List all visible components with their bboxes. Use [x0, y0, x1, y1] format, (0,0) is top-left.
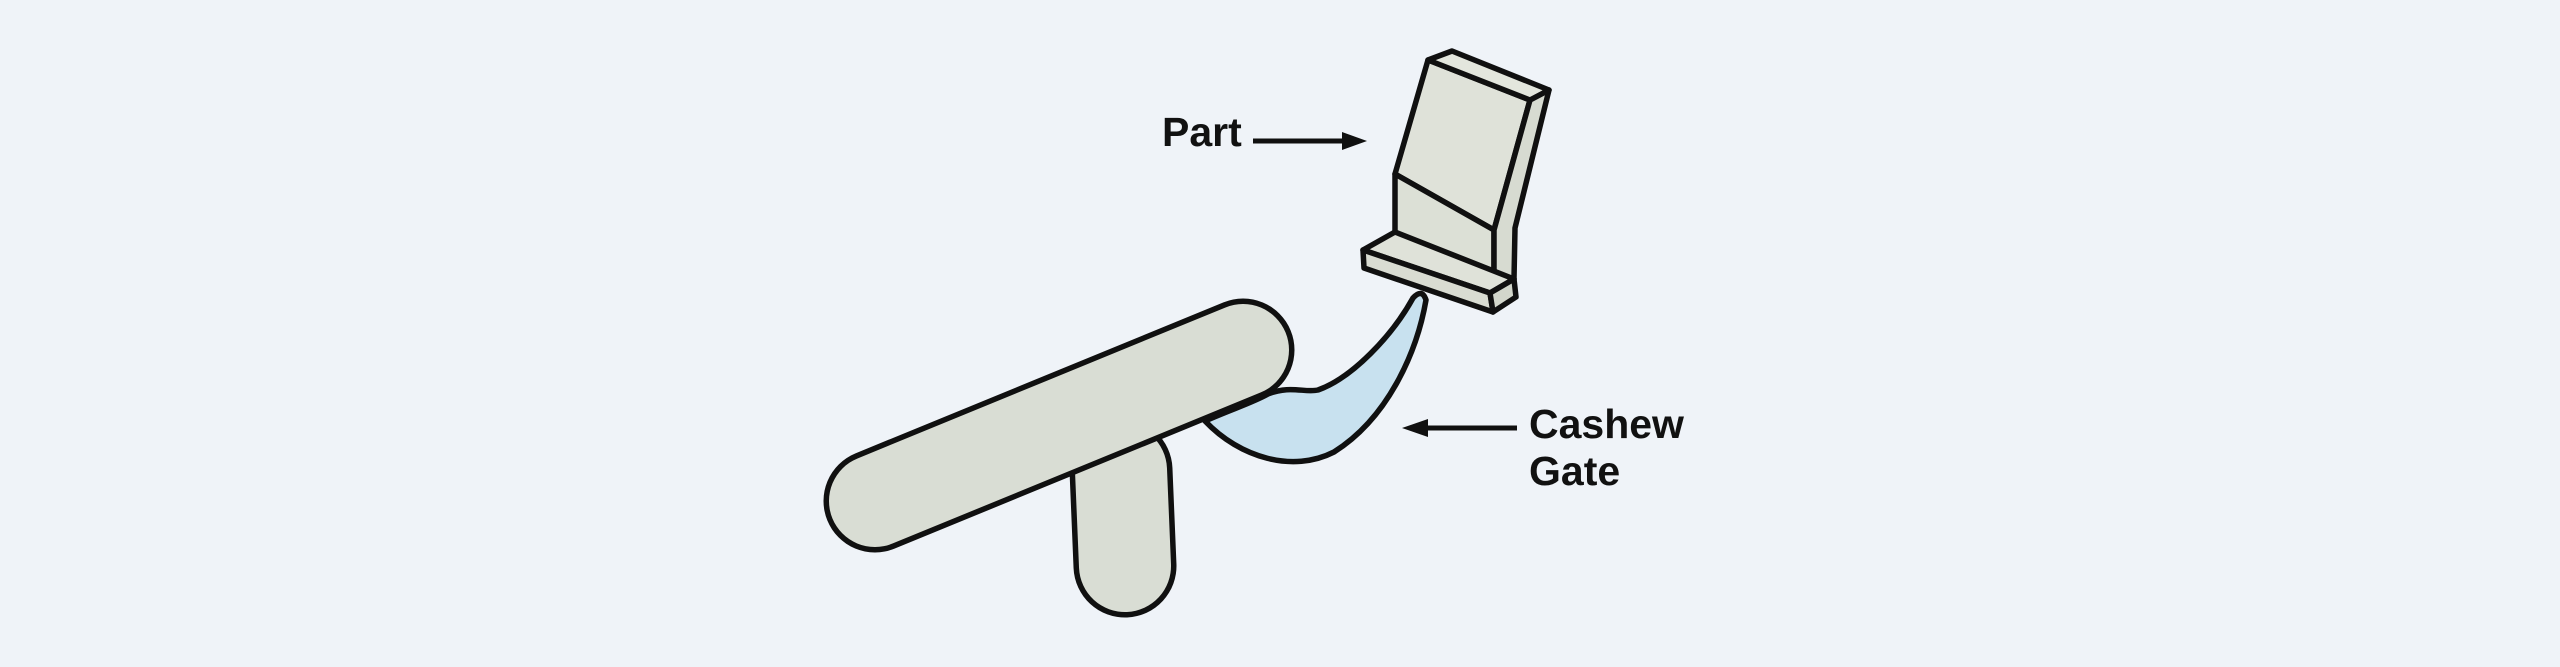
cashew-gate-label: Cashew Gate [1529, 401, 1684, 495]
cashew-gate-arrowhead-icon [1402, 419, 1428, 437]
cashew-gate-arrow [1402, 419, 1517, 437]
runner-capsule [823, 298, 1295, 553]
cashew-gate-label-line2: Gate [1529, 448, 1621, 494]
part-flange-end-face [1487, 276, 1519, 315]
runner-body [829, 304, 1289, 547]
cashew-gate-shape [1202, 290, 1429, 465]
part-top-face [1425, 48, 1552, 103]
cashew-gate-label-line1: Cashew [1529, 401, 1684, 447]
part-shape [1360, 48, 1552, 315]
part-arrow [1253, 132, 1367, 150]
sprue-body [1075, 424, 1171, 612]
part-label: Part [1162, 109, 1242, 155]
sprue-capsule [1069, 418, 1177, 618]
part-arrowhead-icon [1342, 132, 1367, 150]
